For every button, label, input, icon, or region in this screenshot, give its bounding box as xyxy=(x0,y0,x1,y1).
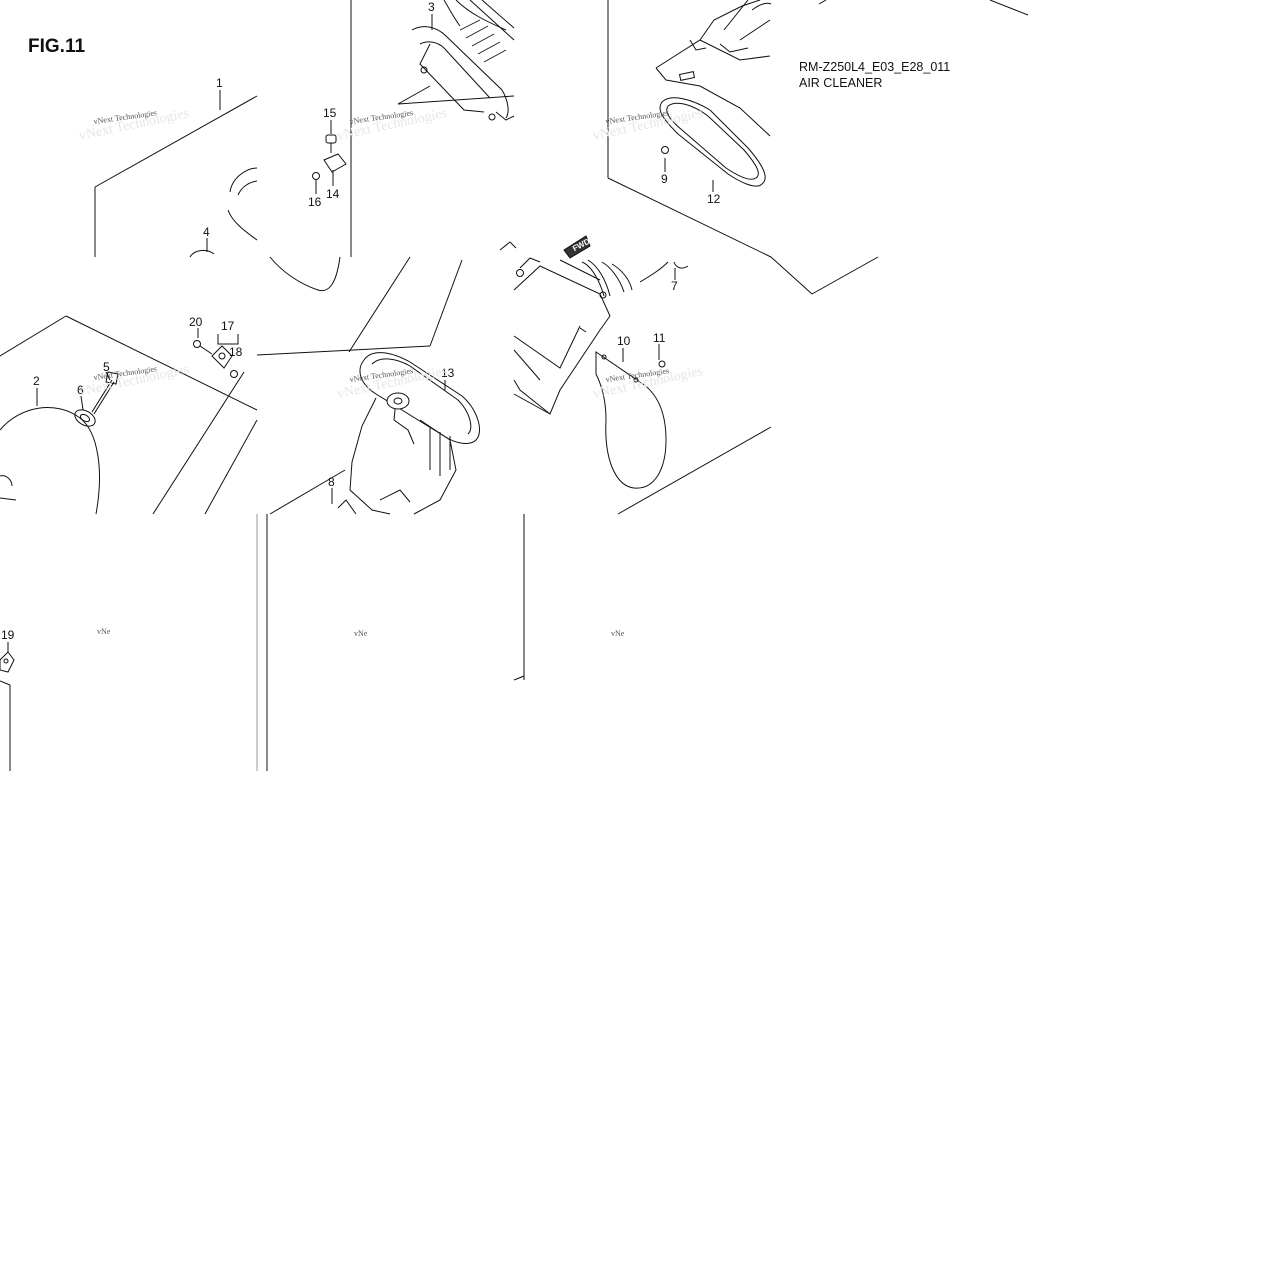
part-13-8-intake-boot xyxy=(337,352,480,515)
part-7-clamp-area xyxy=(499,235,689,299)
watermarks: vNext Technologies vNext Technologies vN… xyxy=(78,106,705,638)
watermark-clipped: vNe xyxy=(611,629,625,638)
callout-1: 1 xyxy=(216,76,223,90)
parts-14-15-16 xyxy=(312,134,347,180)
figure-name: AIR CLEANER xyxy=(799,76,883,90)
frame-lines xyxy=(0,0,1029,515)
tile-seams xyxy=(0,0,609,771)
callout-9: 9 xyxy=(661,172,668,186)
air-box-lower xyxy=(513,257,611,415)
leader-lines xyxy=(7,14,714,652)
callout-17: 17 xyxy=(221,319,235,333)
parts-5-17-18-20 xyxy=(91,340,238,415)
callout-11: 11 xyxy=(653,331,666,345)
callout-labels: 1 2 3 4 5 6 7 8 9 10 11 12 13 14 15 16 1… xyxy=(1,0,721,642)
part-12-gasket xyxy=(659,97,766,187)
callout-3: 3 xyxy=(428,0,435,14)
callout-8: 8 xyxy=(328,475,335,489)
air-box-body xyxy=(655,0,772,137)
callout-19: 19 xyxy=(1,628,15,642)
part-19-plate xyxy=(0,651,15,673)
callout-16: 16 xyxy=(308,195,322,209)
callout-12: 12 xyxy=(707,192,721,206)
part-10-plate xyxy=(595,351,667,489)
callout-15: 15 xyxy=(323,106,337,120)
callout-6: 6 xyxy=(77,383,84,397)
callout-5: 5 xyxy=(103,360,110,374)
callout-4: 4 xyxy=(203,225,210,239)
watermark-clipped: vNe xyxy=(97,627,111,636)
figure-caption: RM-Z250L4_E03_E28_011 AIR CLEANER xyxy=(799,59,950,91)
callout-20: 20 xyxy=(189,315,203,329)
callout-18: 18 xyxy=(229,345,243,359)
figure-title: FIG.11 xyxy=(28,36,86,57)
callout-13: 13 xyxy=(441,366,455,380)
callout-14: 14 xyxy=(326,187,340,201)
callout-2: 2 xyxy=(33,374,40,388)
part-2-filter xyxy=(0,407,100,515)
part-1-element xyxy=(189,167,341,292)
callout-10: 10 xyxy=(617,334,631,348)
part-3-cage xyxy=(411,0,515,121)
figure-code: RM-Z250L4_E03_E28_011 xyxy=(799,60,951,74)
callout-7: 7 xyxy=(671,279,678,293)
watermark-clipped: vNe xyxy=(354,629,368,638)
